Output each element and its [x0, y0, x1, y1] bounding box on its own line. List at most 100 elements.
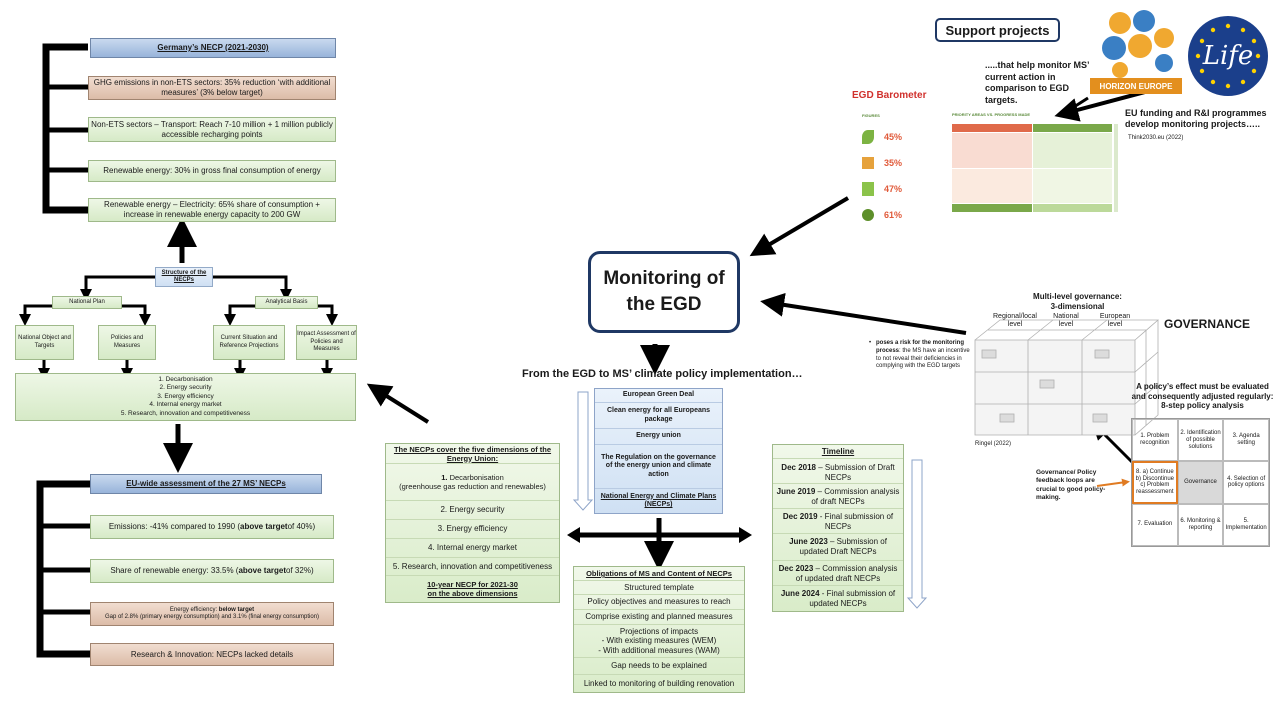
poses-risk-bold: poses a risk for the monitoring process	[876, 340, 965, 354]
necps-cover-item: 4. Internal energy market	[386, 539, 559, 558]
timeline-title: Timeline	[773, 445, 903, 459]
monitoring-line-1: Monitoring of	[603, 268, 725, 290]
think2030-citation: Think2030.eu (2022)	[1128, 135, 1184, 141]
timeline-date: Dec 2018	[781, 463, 816, 472]
policy-step: 1. Problem recognition	[1132, 419, 1178, 462]
from-egd-heading: From the EGD to MS’ climate policy imple…	[522, 368, 803, 380]
germany-necp-title: Germany’s NECP (2021-2030)	[90, 38, 336, 58]
feedback-loop-note: Governance/ Policy feedback loops are cr…	[1036, 469, 1106, 502]
ringel-citation: Ringel (2022)	[975, 441, 1012, 447]
eu-efficiency-text: Energy efficiency:	[169, 606, 219, 613]
obligation-item: Structured template	[574, 581, 744, 595]
germany-renewable-item: Renewable energy: 30% in gross final con…	[88, 160, 336, 182]
timeline-date: June 2023	[789, 537, 828, 546]
life-logo: Life	[1188, 16, 1268, 96]
policy-step: 4. Selection of policy options	[1223, 461, 1269, 504]
eu-efficiency-bold: below target	[218, 606, 255, 613]
eu-funding-text: EU funding and R&I programmes develop mo…	[1125, 108, 1267, 130]
policy-effect-heading: A policy’s effect must be evaluated and …	[1131, 382, 1274, 411]
policy-step: 7. Evaluation	[1132, 503, 1178, 546]
eu-renewable-bold: above target	[238, 566, 287, 575]
obligation-item: Linked to monitoring of building renovat…	[583, 678, 735, 688]
barometer-stat: 35%	[884, 158, 903, 168]
obligation-projections: Projections of impacts - With existing m…	[574, 625, 744, 658]
timeline-date: June 2024	[780, 589, 820, 598]
arrow-barometer-monitor	[749, 196, 850, 257]
governance-cube	[974, 319, 1160, 436]
obligations-title: Obligations of MS and Content of NECPs	[574, 567, 744, 581]
projections-line: - With additional measures (WAM)	[598, 645, 720, 655]
dimension-item: 3. Energy efficiency	[157, 392, 214, 400]
necps-cover-item: 3. Energy efficiency	[386, 520, 559, 539]
egd-barometer-thumbnail: EGD Barometer FIGURES PRIORITY AREAS VS.…	[848, 88, 1124, 228]
eu-renewable-item: Share of renewable energy: 33.5% (above …	[90, 559, 334, 583]
poses-risk-rest: : the MS have an incentive to not reveal…	[876, 347, 970, 370]
necps-cover-item: 5. Research, innovation and competitiven…	[386, 558, 559, 576]
necps-cover-item: 2. Energy security	[386, 501, 559, 520]
eu-research-item: Research & Innovation: NECPs lacked deta…	[90, 643, 334, 666]
barometer-stat: 45%	[884, 132, 903, 142]
eu-renewable-tail: of 32%)	[286, 566, 314, 575]
timeline-entry: June 2024 - Final submission of updated …	[773, 586, 903, 611]
national-level-label: National level	[1053, 313, 1079, 329]
obligation-item: Policy objectives and measures to reach	[574, 595, 744, 610]
necps-cover-num: 1.	[441, 473, 448, 482]
policies-measures-box: Policies and Measures	[98, 325, 156, 360]
timeline-entry: Dec 2023 – Commission analysis of update…	[773, 561, 903, 586]
eu-renewable-text: Share of renewable energy: 33.5% (	[110, 566, 239, 575]
obligations-panel: Obligations of MS and Content of NECPs S…	[573, 566, 745, 693]
policy-step: 6. Monitoring & reporting	[1177, 503, 1224, 546]
eu-emissions-bold: above target	[240, 522, 288, 531]
egd-barometer-title: EGD Barometer	[852, 90, 927, 101]
impact-assessment-box: Impact Assessment of Policies and Measur…	[296, 325, 357, 360]
timeline-panel: Timeline Dec 2018 – Submission of Draft …	[772, 444, 904, 612]
multilevel-line-2: 3-dimensional	[1050, 301, 1105, 311]
eu-efficiency-gap: Gap of 2.8% (primary energy consumption)…	[104, 614, 320, 620]
projections-line: - With existing measures (WEM)	[601, 636, 717, 646]
timeline-text: – Submission of Draft NECPs	[816, 463, 895, 482]
timeline-text: - Final submission of updated NECPs	[809, 589, 896, 608]
stack-item: Clean energy for all Europeans package	[595, 403, 722, 429]
eu-emissions-item: Emissions: -41% compared to 1990 (above …	[90, 515, 334, 539]
stack-item: The Regulation on the governance of the …	[595, 445, 722, 489]
timeline-text: - Final submission of NECPs	[817, 512, 894, 531]
monitor-support-text: .....that help monitor MS’ current actio…	[985, 60, 1090, 106]
timeline-entry: June 2019 – Commission analysis of draft…	[773, 484, 903, 509]
eu-efficiency-item: Energy efficiency: below target Gap of 2…	[90, 602, 334, 626]
barometer-stat: 47%	[884, 184, 903, 194]
poses-risk-note: • poses a risk for the monitoring proces…	[869, 340, 970, 370]
policy-step: 2. Identification of possible solutions	[1177, 419, 1224, 462]
policy-analysis-grid: 1. Problem recognition 2. Identification…	[1131, 418, 1270, 547]
egd-stack: European Green Deal Clean energy for all…	[594, 388, 723, 514]
necps-cover-item: 1. Decarbonisation (greenhouse gas reduc…	[386, 464, 559, 501]
necps-cover-panel: The NECPs cover the five dimensions of t…	[385, 443, 560, 603]
governance-heading: GOVERNANCE	[1164, 317, 1251, 331]
barometer-figures-label: FIGURES	[862, 113, 880, 118]
life-label: Life	[1202, 41, 1254, 71]
necps-footer-line-2: on the above dimensions	[427, 589, 518, 598]
horizon-label: HORIZON EUROPE	[1090, 78, 1182, 94]
timeline-date: June 2019	[776, 487, 816, 496]
dimension-item: 2. Energy security	[159, 384, 212, 392]
support-projects-label: Support projects	[935, 18, 1060, 42]
obligation-item: Gap needs to be explained	[574, 658, 744, 675]
dimension-item: 5. Research, innovation and competitiven…	[120, 409, 251, 417]
structure-necps-label: Structure of the NECPs	[155, 267, 213, 287]
stack-item: European Green Deal	[595, 389, 722, 403]
policy-step-governance: Governance	[1177, 461, 1224, 504]
policy-step: 3. Agenda setting	[1223, 419, 1269, 462]
necps-cover-footer: 10-year NECP for 2021-30 on the above di…	[386, 576, 559, 602]
arrow-to-dimensions	[366, 383, 430, 424]
germany-ghg-item: GHG emissions in non-ETS sectors: 35% re…	[88, 76, 336, 100]
barometer-matrix	[952, 124, 1112, 212]
germany-transport-item: Non-ETS sectors – Transport: Reach 7-10 …	[88, 117, 336, 142]
timeline-entry: Dec 2019 - Final submission of NECPs	[773, 509, 903, 534]
eu-emissions-text: Emissions: -41% compared to 1990 (	[108, 522, 240, 531]
barometer-stat: 61%	[884, 210, 903, 220]
policy-step: 5. Implementation	[1223, 503, 1269, 546]
necps-cover-title: The NECPs cover the five dimensions of t…	[386, 444, 559, 464]
arrow-governance-monitor	[760, 292, 967, 335]
stack-item-necps: National Energy and Climate Plans (NECPs…	[600, 492, 717, 508]
analytical-basis-label: Analytical Basis	[255, 296, 318, 309]
current-situation-box: Current Situation and Reference Projecti…	[213, 325, 285, 360]
